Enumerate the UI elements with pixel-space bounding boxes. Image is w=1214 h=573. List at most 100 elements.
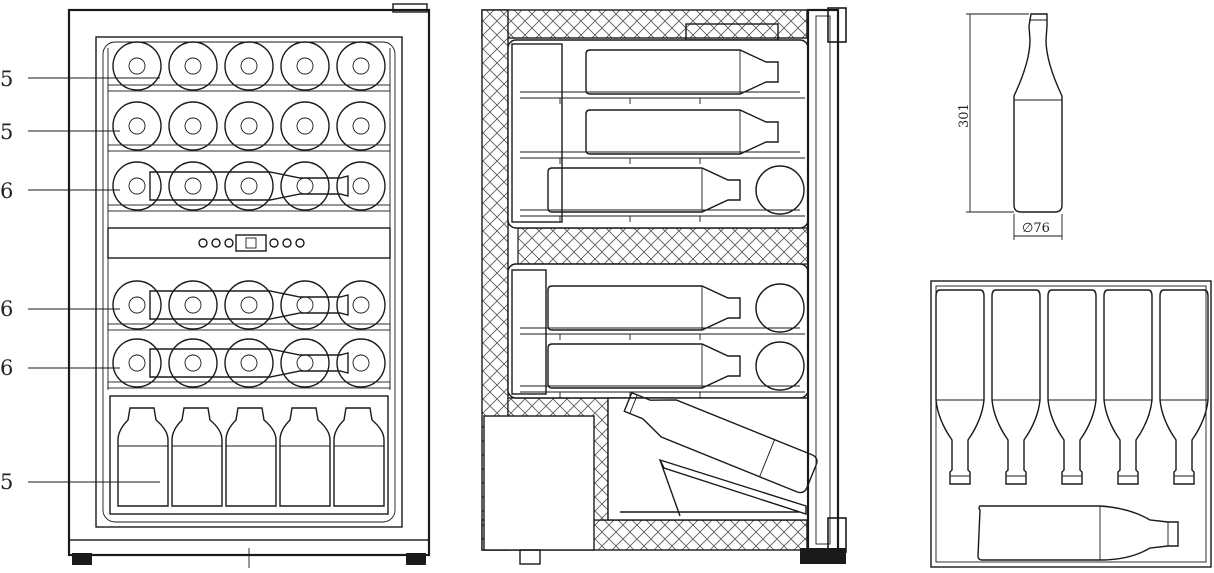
bottle-neck xyxy=(128,57,146,75)
display-digit xyxy=(245,237,257,249)
bottle-neck xyxy=(240,57,258,75)
bottle-end xyxy=(755,283,805,333)
sideways-bottle xyxy=(149,290,349,320)
top-bottle xyxy=(1047,289,1097,485)
bottle-end xyxy=(112,338,162,388)
front-shelf xyxy=(107,101,391,152)
side-shelf xyxy=(520,49,805,104)
control-button xyxy=(224,238,234,248)
bottle-detail: 301 ∅76 xyxy=(957,13,1063,240)
bottle-end xyxy=(336,338,386,388)
bottle-end xyxy=(224,161,274,211)
inner-frame xyxy=(95,36,403,528)
bottle-end xyxy=(755,165,805,215)
tilted-bottle xyxy=(623,391,818,494)
front-shelf xyxy=(107,161,391,212)
control-button xyxy=(211,238,221,248)
door-hinge-top xyxy=(827,7,847,43)
bottle-neck xyxy=(128,177,146,195)
standing-bottle xyxy=(333,407,385,507)
bottle-neck xyxy=(128,117,146,135)
bottle-neck xyxy=(240,354,258,372)
bottle-neck xyxy=(184,296,202,314)
door-top-tab xyxy=(392,3,428,13)
standing-bottle xyxy=(171,407,223,507)
shelf-count-6: 5 xyxy=(0,470,13,494)
front-shelf xyxy=(107,280,391,331)
top-view-lying-bottle xyxy=(977,505,1179,561)
bottle-neck xyxy=(296,354,314,372)
upper-rack-frame xyxy=(511,43,563,223)
side-shelves xyxy=(520,49,805,398)
control-button xyxy=(198,238,208,248)
lower-rack-frame xyxy=(511,269,547,395)
control-button xyxy=(282,238,292,248)
bottle-end xyxy=(168,161,218,211)
bottle-end xyxy=(168,338,218,388)
front-view: 5 5 6 6 6 5 xyxy=(0,3,431,568)
bottle-neck xyxy=(184,57,202,75)
side-shelf xyxy=(520,283,805,340)
standing-bottle xyxy=(117,407,169,507)
bottle-end xyxy=(280,280,330,330)
bottle-end xyxy=(224,338,274,388)
top-view xyxy=(930,280,1212,568)
bottle-end xyxy=(112,101,162,151)
shelf-wire xyxy=(520,91,800,104)
leader-lines xyxy=(28,77,160,483)
door-section xyxy=(806,8,840,552)
bottle-end xyxy=(224,101,274,151)
top-bottle xyxy=(991,289,1041,485)
standing-bottle xyxy=(279,407,331,507)
front-bottom-bottles xyxy=(109,395,389,515)
shelf-wire xyxy=(520,385,800,398)
top-view-outer xyxy=(930,280,1212,568)
control-buttons xyxy=(198,234,305,252)
bottom-bin xyxy=(109,395,389,515)
side-bottle xyxy=(547,343,741,389)
bottle-neck xyxy=(240,177,258,195)
display-window xyxy=(235,234,267,252)
shelf-wire xyxy=(520,209,800,222)
insulation-divider xyxy=(517,227,809,265)
side-shelf xyxy=(520,165,805,222)
shelf-count-5: 6 xyxy=(0,356,13,380)
bottle-end xyxy=(280,161,330,211)
bottle-end xyxy=(280,41,330,91)
bottle-end xyxy=(336,280,386,330)
bottle-end xyxy=(168,280,218,330)
bottle-end xyxy=(280,338,330,388)
bottle-neck xyxy=(352,296,370,314)
top-view-inner xyxy=(935,285,1207,563)
bottle-end xyxy=(112,41,162,91)
bottle-end xyxy=(112,280,162,330)
bottle-neck xyxy=(296,57,314,75)
bottle-neck xyxy=(184,177,202,195)
bottle-neck xyxy=(296,296,314,314)
shelf-count-4: 6 xyxy=(0,297,13,321)
bottle-end xyxy=(168,41,218,91)
side-section-view xyxy=(481,7,847,565)
bottle-end xyxy=(336,41,386,91)
bottle-height-label: 301 xyxy=(957,103,972,128)
bottle-end xyxy=(336,101,386,151)
shelf-count-1: 5 xyxy=(0,67,13,91)
lower-cavity xyxy=(507,263,809,399)
inner-liner xyxy=(102,41,396,523)
shelf-wire xyxy=(520,151,800,164)
front-shelf xyxy=(107,41,391,92)
bottle-neck xyxy=(128,354,146,372)
shelf-wire xyxy=(520,327,800,340)
compressor-box xyxy=(483,415,595,551)
bottle-neck xyxy=(352,117,370,135)
top-view-bottles xyxy=(935,289,1209,485)
foot-right xyxy=(406,553,426,565)
bottle-end xyxy=(224,280,274,330)
bottle-neck xyxy=(296,117,314,135)
side-foot-front xyxy=(800,548,846,564)
bottle-neck xyxy=(352,57,370,75)
side-bottle xyxy=(585,49,779,95)
shelf-count-2: 5 xyxy=(0,120,13,144)
cabinet-outline xyxy=(67,8,431,557)
